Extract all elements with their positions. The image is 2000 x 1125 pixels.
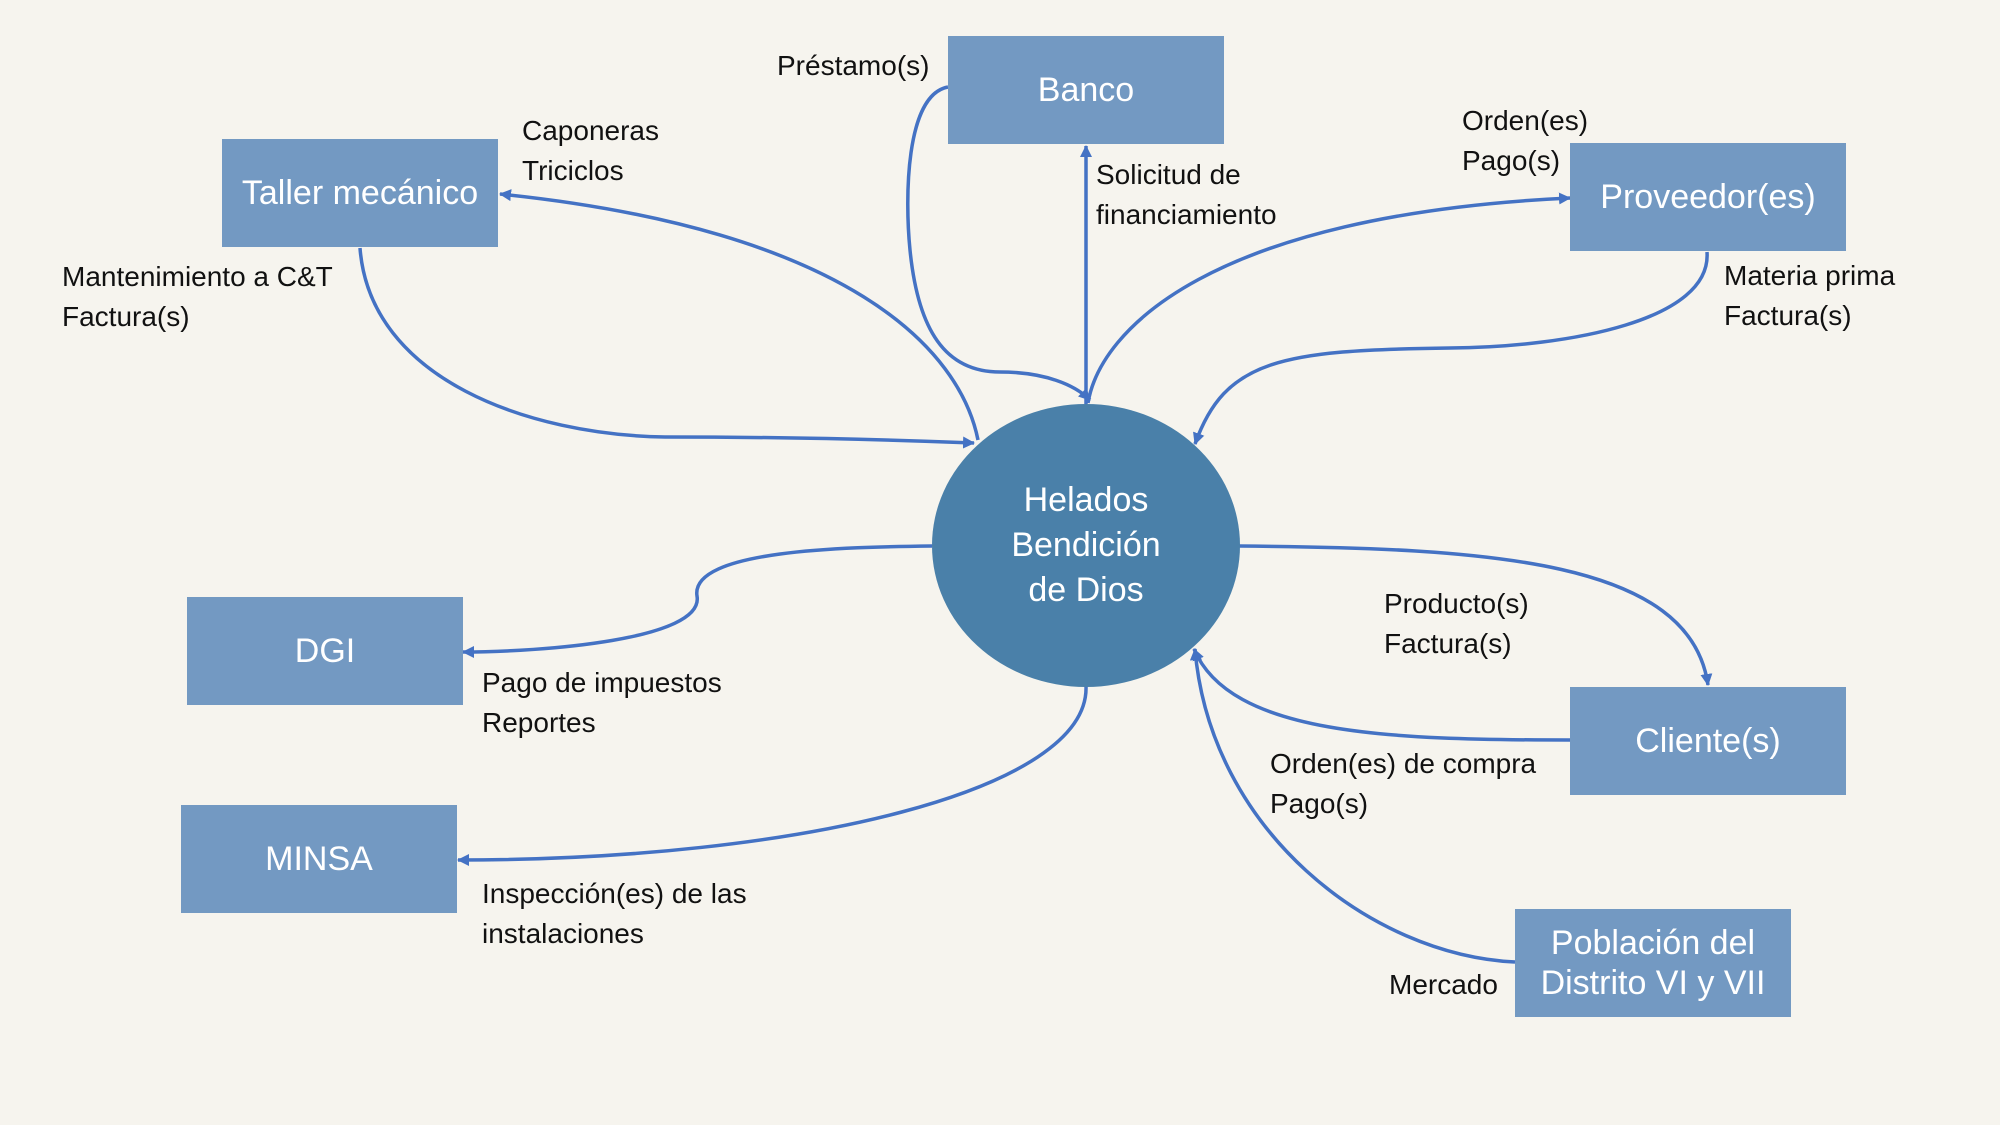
label-orden-pago: Orden(es) Pago(s) <box>1462 105 1589 176</box>
entity-banco: Banco <box>948 36 1224 144</box>
label-mercado: Mercado <box>1389 969 1498 1000</box>
arrow-orden-compra <box>1192 648 1571 742</box>
label-materia-prima-factura: Materia prima Factura(s) <box>1724 260 1896 331</box>
label-caponeras-triciclos: Caponeras Triciclos <box>522 115 659 186</box>
entity-proveedor: Proveedor(es) <box>1570 143 1846 251</box>
entity-minsa: MINSA <box>181 805 457 913</box>
arrow-caponeras <box>499 189 980 441</box>
arrow-orden-pago <box>1086 192 1571 404</box>
arrow-producto <box>1238 544 1713 686</box>
process-helados-bendicion-de-dios: Helados Bendición de Dios <box>932 404 1240 687</box>
label-mantenimiento-factura: Mantenimiento a C&T Factura(s) <box>62 261 333 332</box>
entity-cliente: Cliente(s) <box>1570 687 1846 795</box>
arrow-prestamo <box>906 85 1092 402</box>
arrow-mantenimiento <box>358 247 975 449</box>
entity-dgi: DGI <box>187 597 463 705</box>
entity-poblacion: Población del Distrito VI y VII <box>1515 909 1791 1017</box>
label-prestamo: Préstamo(s) <box>777 50 930 81</box>
label-solicitud-financiamiento: Solicitud de financiamiento <box>1096 159 1277 230</box>
arrow-materia-prima <box>1193 251 1709 445</box>
label-producto-factura: Producto(s) Factura(s) <box>1384 588 1529 659</box>
arrow-impuestos <box>462 544 933 658</box>
label-orden-compra-pago: Orden(es) de compra Pago(s) <box>1270 748 1537 819</box>
arrow-mercado <box>1189 648 1516 964</box>
arrow-inspeccion <box>457 685 1088 866</box>
label-inspeccion-instalaciones: Inspección(es) de las instalaciones <box>482 878 747 949</box>
label-pago-impuestos-reportes: Pago de impuestos Reportes <box>482 667 722 738</box>
entity-taller-mecanico: Taller mecánico <box>222 139 498 247</box>
